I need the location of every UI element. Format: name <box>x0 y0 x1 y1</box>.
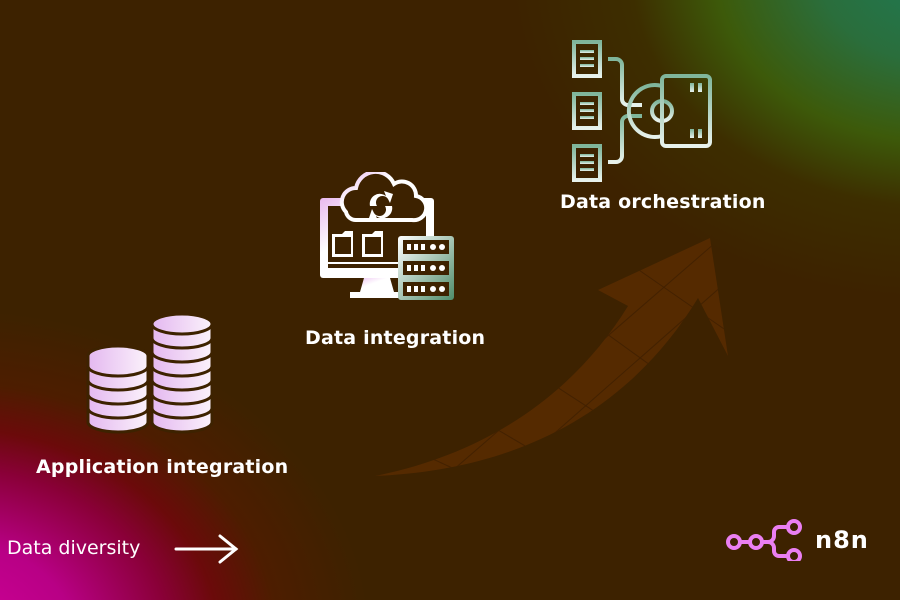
orchestration-documents-server-icon <box>572 40 712 182</box>
stage-label-integration: Data integration <box>305 327 486 349</box>
stage-label-application: Application integration <box>36 456 289 478</box>
database-stack-icon <box>86 312 214 434</box>
n8n-nodes-icon <box>726 519 802 561</box>
brand-logo: n8n <box>725 519 869 561</box>
cloud-sync-monitor-server-icon <box>320 172 454 300</box>
brand-name: n8n <box>815 526 869 554</box>
arrow-right-icon <box>174 534 239 564</box>
growth-arrow-icon <box>375 238 728 476</box>
axis-label-data-diversity: Data diversity <box>7 537 141 559</box>
stage-label-orchestration: Data orchestration <box>560 191 766 213</box>
